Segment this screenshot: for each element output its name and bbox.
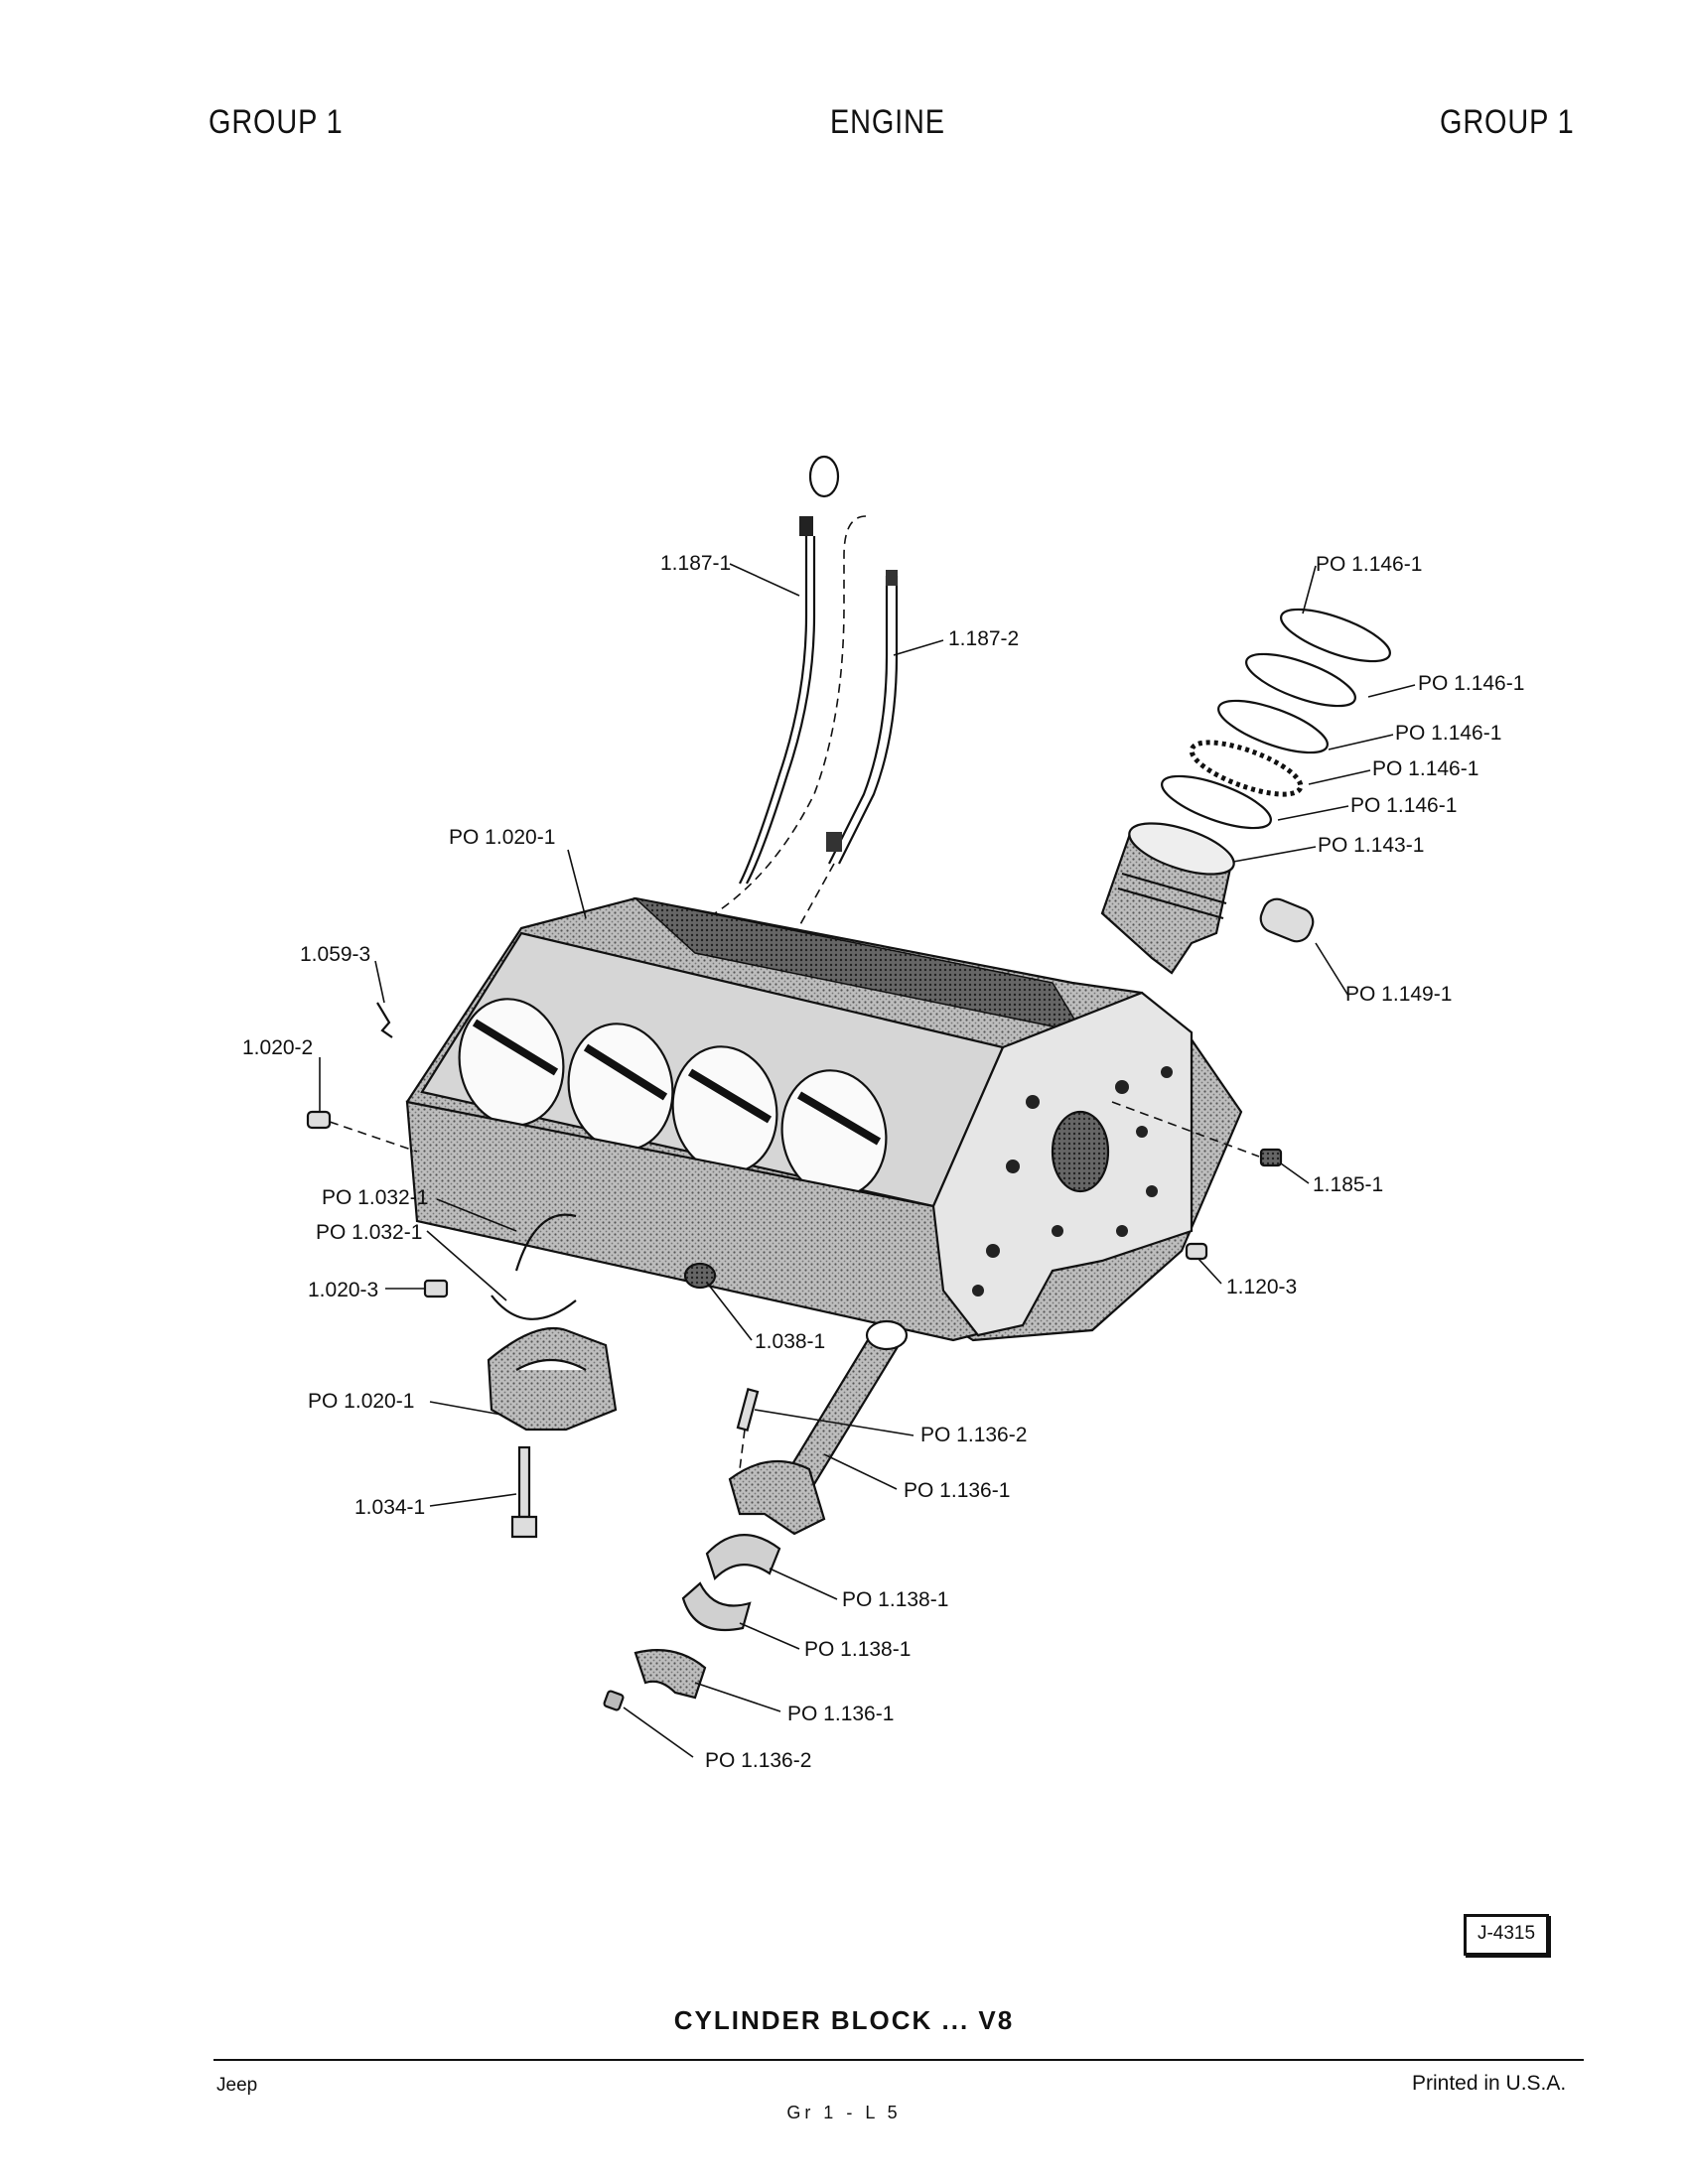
cylinder-block-illustration bbox=[405, 896, 1243, 1342]
dipstick-tube-illustration bbox=[710, 515, 899, 954]
header-engine: ENGINE bbox=[830, 103, 945, 141]
footer-divider bbox=[213, 2059, 1584, 2061]
callout-po-1-138-1-a: PO 1.138-1 bbox=[842, 1588, 948, 1611]
footer-printed: Printed in U.S.A. bbox=[1412, 2072, 1567, 2095]
connecting-rod-illustration bbox=[603, 1319, 909, 1711]
small-parts-illustration bbox=[306, 1002, 1283, 1539]
dipstick-illustration bbox=[739, 455, 840, 885]
callout-po-1-020-1-cap: PO 1.020-1 bbox=[308, 1390, 414, 1413]
callout-1-187-1: 1.187-1 bbox=[660, 552, 731, 575]
callout-po-1-143-1: PO 1.143-1 bbox=[1318, 834, 1424, 857]
header-group-right: GROUP 1 bbox=[1440, 103, 1575, 141]
callout-po-1-146-1-a: PO 1.146-1 bbox=[1316, 553, 1422, 576]
figure-caption: CYLINDER BLOCK ... V8 bbox=[673, 2005, 1015, 2035]
callout-1-059-3: 1.059-3 bbox=[300, 943, 370, 966]
callout-1-038-1: 1.038-1 bbox=[755, 1330, 825, 1353]
header-group-left: GROUP 1 bbox=[209, 103, 344, 141]
callout-po-1-149-1: PO 1.149-1 bbox=[1345, 983, 1452, 1006]
callout-1-020-3: 1.020-3 bbox=[308, 1279, 378, 1301]
callout-po-1-146-1-c: PO 1.146-1 bbox=[1395, 722, 1501, 745]
callout-1-120-3: 1.120-3 bbox=[1226, 1276, 1297, 1298]
callout-po-1-032-1-b: PO 1.032-1 bbox=[316, 1221, 422, 1244]
callout-labels: 1.187-1 1.187-2 PO 1.146-1 PO 1.146-1 PO… bbox=[242, 552, 1524, 1772]
piston-illustration bbox=[1100, 822, 1315, 975]
callout-1-034-1: 1.034-1 bbox=[354, 1496, 425, 1519]
footer-brand: Jeep bbox=[216, 2075, 258, 2096]
footer-page-ref: Gr 1 - L 5 bbox=[786, 2103, 902, 2122]
callout-po-1-138-1-b: PO 1.138-1 bbox=[804, 1638, 911, 1661]
callout-po-1-146-1-b: PO 1.146-1 bbox=[1418, 672, 1524, 695]
callout-po-1-136-1-rod: PO 1.136-1 bbox=[904, 1479, 1010, 1502]
callout-po-1-136-2-bolt: PO 1.136-2 bbox=[920, 1424, 1027, 1446]
leader-lines bbox=[319, 563, 1416, 1758]
callout-po-1-032-1-a: PO 1.032-1 bbox=[322, 1186, 428, 1209]
callout-po-1-146-1-d: PO 1.146-1 bbox=[1372, 757, 1478, 780]
callout-po-1-136-2-nut: PO 1.136-2 bbox=[705, 1749, 811, 1772]
callout-1-020-2: 1.020-2 bbox=[242, 1036, 313, 1059]
piston-rings-illustration bbox=[1161, 608, 1391, 830]
callout-po-1-020-1-top: PO 1.020-1 bbox=[449, 826, 555, 849]
callout-1-187-2: 1.187-2 bbox=[948, 627, 1019, 650]
callout-po-1-136-1-cap: PO 1.136-1 bbox=[787, 1703, 894, 1725]
callout-po-1-146-1-e: PO 1.146-1 bbox=[1350, 794, 1457, 817]
callout-1-185-1: 1.185-1 bbox=[1313, 1173, 1383, 1196]
figure-number-box: J-4315 bbox=[1464, 1914, 1549, 1956]
